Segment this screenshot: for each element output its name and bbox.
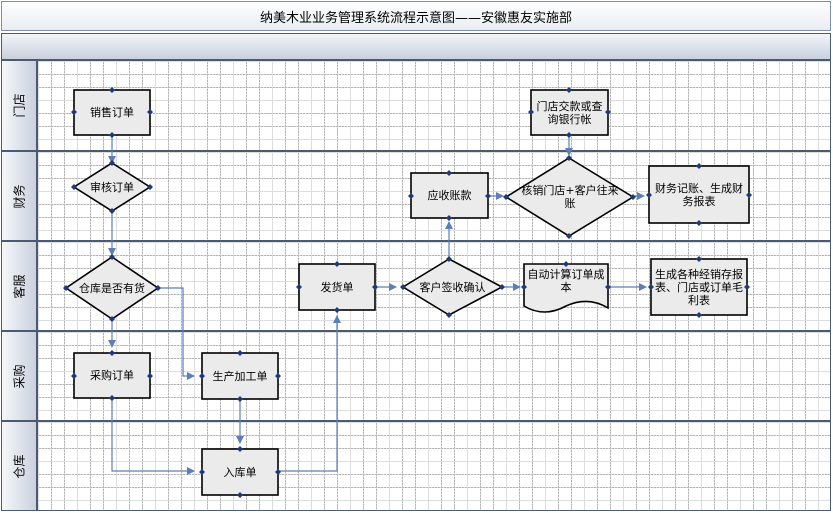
node-auto-cost[interactable]: 自动计算订单成本 xyxy=(527,268,605,294)
node-stock-check[interactable]: 仓库是否有货 xyxy=(79,281,145,295)
connector-stock-to-production[interactable] xyxy=(158,287,195,380)
lane-header-warehouse: 仓库 xyxy=(1,421,37,511)
node-store-payment-shape[interactable] xyxy=(530,89,609,136)
node-store-payment[interactable]: 门店交款或查询银行帐 xyxy=(536,99,603,126)
node-customer-sign[interactable]: 客户签收确认 xyxy=(419,280,486,294)
node-auto-cost-shape[interactable] xyxy=(523,263,609,313)
connector-purchase-to-warehouse[interactable] xyxy=(111,398,195,475)
lane-header-finance: 财务 xyxy=(1,151,37,241)
handles-auto-cost xyxy=(521,261,611,290)
header-band xyxy=(1,33,831,60)
node-sales-order[interactable]: 销售订单 xyxy=(90,106,134,119)
lane-header-purchase: 采购 xyxy=(1,331,37,421)
node-delivery-note[interactable]: 发货单 xyxy=(320,280,354,294)
node-finance-report[interactable]: 财务记账、生成财务报表 xyxy=(655,181,743,208)
node-purchase-order[interactable]: 采购订单 xyxy=(90,369,134,382)
node-production-order[interactable]: 生产加工单 xyxy=(212,369,268,383)
connector-warehouse-to-delivery[interactable] xyxy=(278,315,341,472)
lane-warehouse xyxy=(37,421,831,511)
lane-purchase xyxy=(37,331,831,421)
node-warehouse-in[interactable]: 入库单 xyxy=(223,465,257,479)
node-receivable[interactable]: 应收账款 xyxy=(427,189,472,202)
page-title: 纳美木业业务管理系统流程示意图——安徽惠友实施部 xyxy=(1,1,831,31)
lane-header-service: 客服 xyxy=(1,241,37,331)
node-review-order[interactable]: 审核订单 xyxy=(90,180,134,194)
node-inventory-report[interactable]: 生成各种经销存报表、门店或订单毛利表 xyxy=(655,267,743,307)
node-verify-accounts[interactable]: 核销门店+客户往来账 xyxy=(521,184,619,210)
lane-store xyxy=(37,60,831,151)
lane-header-store: 门店 xyxy=(1,60,37,151)
node-warehouse-in-shape[interactable] xyxy=(201,448,279,496)
